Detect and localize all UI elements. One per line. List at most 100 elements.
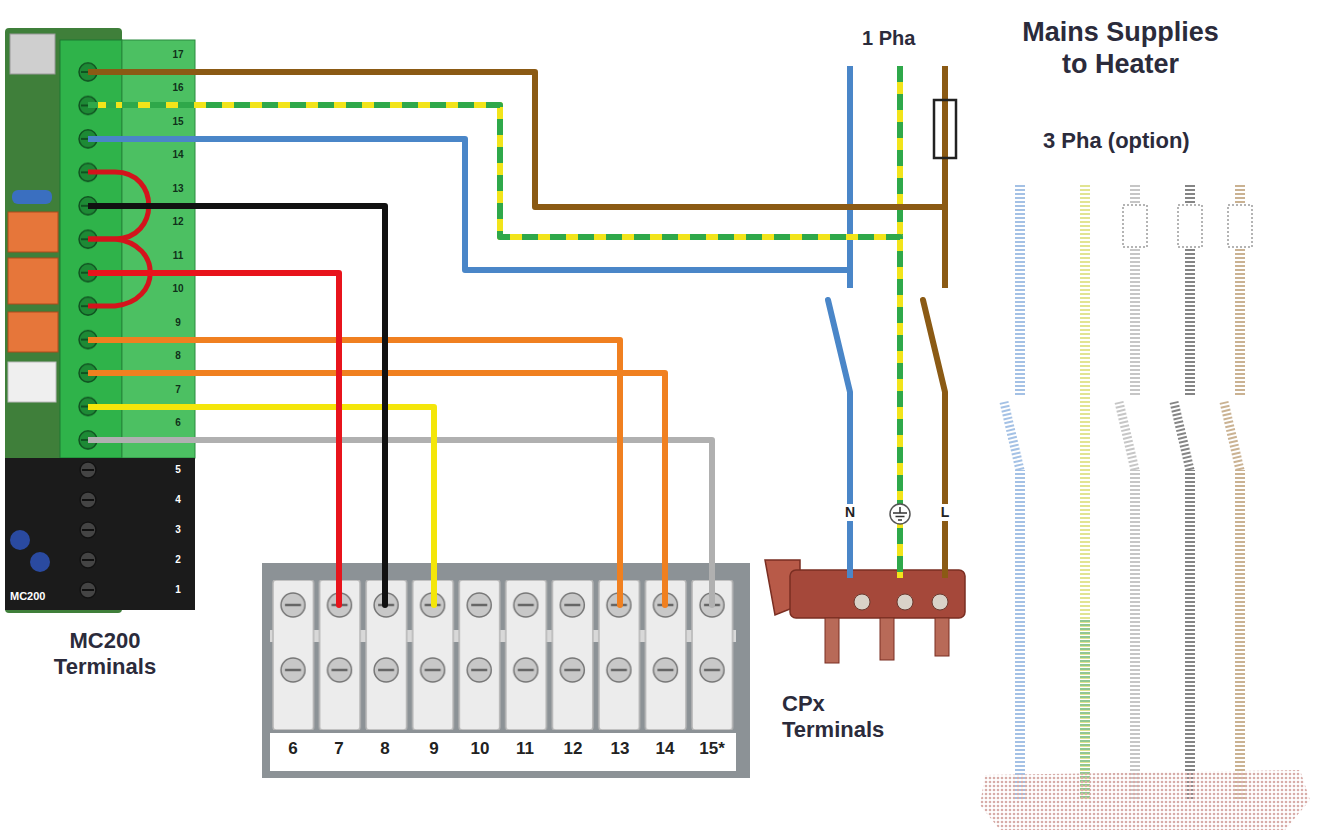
mc200-board: MC200 Terminals <box>5 28 122 613</box>
wire-stub <box>617 563 623 605</box>
wire <box>122 440 712 563</box>
terminal-number: 5 <box>166 464 190 476</box>
board-model: MC200 <box>10 590 45 603</box>
number-band <box>270 733 736 771</box>
earth-line <box>897 66 903 237</box>
mains-terminal-block <box>790 570 965 618</box>
switch-blade <box>1174 402 1190 470</box>
terminal-number: 7 <box>321 739 357 759</box>
terminal-screw <box>854 594 870 610</box>
earth-symbol <box>899 507 901 513</box>
terminal-number: 15 <box>166 116 190 128</box>
switch-blade <box>923 300 945 392</box>
terminal-number: 9 <box>166 317 190 329</box>
wire <box>122 373 665 563</box>
wire-stub <box>431 563 437 605</box>
terminal-number: 11 <box>166 250 190 262</box>
terminal-screw <box>932 594 948 610</box>
terminal-number: 15* <box>694 739 730 759</box>
mains-terminal-block: NL <box>762 500 968 665</box>
wire-path <box>122 373 665 563</box>
wire-path <box>122 440 712 563</box>
switch-blade <box>1004 402 1020 470</box>
terminal-number: 8 <box>367 739 403 759</box>
wire-stub <box>88 437 122 443</box>
switch-blade <box>1224 402 1240 470</box>
relay <box>8 212 58 252</box>
wire-stub <box>88 102 122 108</box>
terminal-number: 14 <box>166 149 190 161</box>
terminal-prong <box>935 618 949 656</box>
wire-stub <box>88 136 122 142</box>
wire-path <box>122 139 850 500</box>
terminal-prong <box>880 618 894 660</box>
earth-line <box>1080 185 1090 800</box>
cpx-terminal-strip: 6789101112131415*CPx Terminals <box>262 563 750 778</box>
wire-stub <box>88 270 122 276</box>
fuse-symbol <box>1228 205 1252 247</box>
terminal-number: 3 <box>166 524 190 536</box>
terminal-number: 1 <box>166 584 190 596</box>
terminal-number: 10 <box>462 739 498 759</box>
terminal-screws <box>60 455 122 605</box>
relay <box>8 362 56 402</box>
wire-stub <box>88 203 122 209</box>
relay <box>8 258 58 304</box>
supply-heading: Mains Supplies to Heater <box>1013 16 1228 81</box>
terminal-screw <box>897 594 913 610</box>
wire-path <box>122 273 339 563</box>
wire-stub <box>336 563 342 605</box>
wire-path <box>122 72 945 500</box>
switch-gap <box>840 288 860 392</box>
wire <box>122 340 620 563</box>
live-line <box>942 66 948 207</box>
strip-title: CPx Terminals <box>782 691 902 744</box>
terminal-number: 7 <box>166 384 190 396</box>
phase-line <box>1130 185 1140 800</box>
terminal-prong <box>825 618 839 663</box>
terminal-number: 10 <box>166 283 190 295</box>
terminal-block-3ph <box>980 770 1310 830</box>
wire <box>122 206 385 563</box>
wire-stub <box>88 370 122 376</box>
terminal-number: 6 <box>166 417 190 429</box>
wire-stub <box>88 102 122 108</box>
terminal-number: 11 <box>507 739 543 759</box>
earth-symbol <box>890 504 910 524</box>
neutral-line <box>1015 185 1025 800</box>
earth-line <box>897 66 903 237</box>
wire-stub <box>88 404 122 410</box>
terminal-number: 2 <box>166 554 190 566</box>
switch-blade <box>1119 402 1135 470</box>
phase-line <box>1235 185 1245 800</box>
board-title: MC200 Terminals <box>35 628 175 681</box>
metal-plate <box>262 563 750 778</box>
pcb-component <box>10 34 55 74</box>
terminal-number: 8 <box>166 350 190 362</box>
terminal-letter: L <box>935 504 955 521</box>
wire-stub <box>709 563 715 605</box>
wire-path <box>122 206 385 563</box>
phase-heading: 1 Pha <box>862 26 915 50</box>
terminal-screws <box>60 55 122 456</box>
wire-stub <box>88 337 122 343</box>
terminal-column <box>60 40 122 458</box>
terminal-number: 12 <box>555 739 591 759</box>
earth-line <box>1080 620 1090 800</box>
wire-path <box>122 340 620 563</box>
terminal-number: 6 <box>275 739 311 759</box>
wire <box>122 139 850 500</box>
terminal-number: 17 <box>166 49 190 61</box>
relay <box>8 312 58 352</box>
switch-blade <box>828 300 850 392</box>
switch-gap <box>935 288 955 392</box>
terminal-number: 12 <box>166 216 190 228</box>
capacitor <box>10 530 30 550</box>
capacitor <box>12 190 52 204</box>
fuse-symbol <box>1123 205 1147 247</box>
wire <box>122 72 945 500</box>
terminal-number: 9 <box>416 739 452 759</box>
